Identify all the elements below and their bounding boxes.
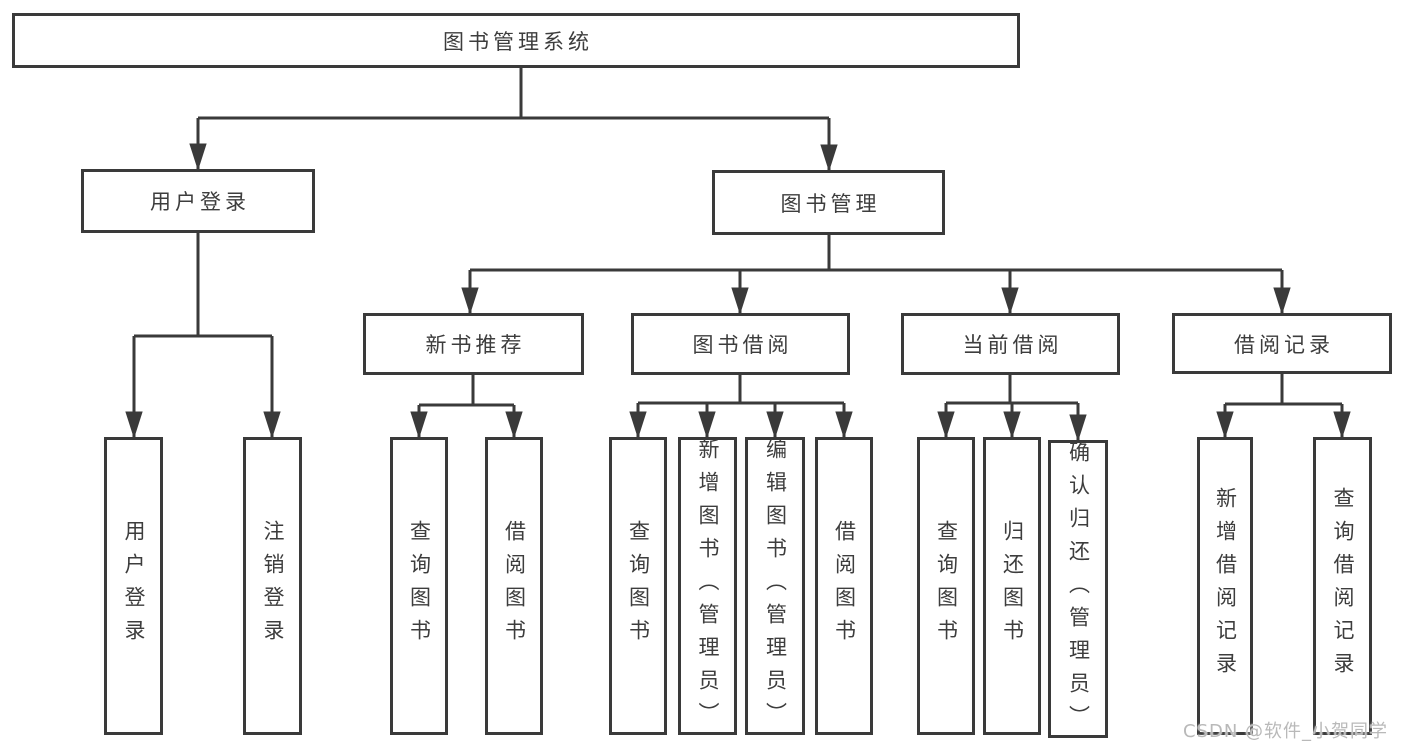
node-label: 借阅图书 [832, 520, 857, 652]
node-label: 图书管理 [780, 191, 881, 216]
node-book-borrowing: 图书借阅 [631, 313, 850, 375]
leaf-borrowing-add-books-admin: 新增图书（管理员） [678, 437, 737, 735]
node-new-book-recommend: 新书推荐 [363, 313, 584, 375]
node-label: 查询图书 [626, 520, 651, 652]
branch-root [198, 68, 829, 120]
node-user-login: 用户登录 [81, 169, 315, 233]
branch-newbook [419, 375, 514, 407]
leaf-newbook-query-books: 查询图书 [390, 437, 448, 735]
node-label: 注销登录 [261, 520, 285, 652]
leaf-logout: 注销登录 [243, 437, 302, 735]
leaf-borrowing-query-books: 查询图书 [609, 437, 667, 735]
node-label: 确认归还（管理员） [1066, 440, 1091, 738]
node-label: 查询借阅记录 [1331, 487, 1355, 685]
leaf-records-add-record: 新增借阅记录 [1197, 437, 1253, 735]
leaf-current-confirm-return-admin: 确认归还（管理员） [1048, 440, 1108, 738]
node-label: 新书推荐 [425, 333, 526, 357]
branch-records [1225, 374, 1342, 406]
node-label: 用户登录 [150, 190, 250, 214]
branch-login [134, 233, 272, 338]
node-label: 新增借阅记录 [1213, 487, 1238, 685]
node-borrow-records: 借阅记录 [1172, 313, 1392, 374]
node-label: 图书借阅 [692, 333, 793, 357]
csdn-watermark: CSDN @软件_小贺同学 [1183, 721, 1389, 742]
leaf-borrowing-borrow-books: 借阅图书 [815, 437, 873, 735]
leaf-newbook-borrow-books: 借阅图书 [485, 437, 543, 735]
node-label: 当前借阅 [962, 333, 1063, 357]
node-system-root: 图书管理系统 [12, 13, 1020, 68]
node-book-management: 图书管理 [712, 170, 945, 235]
leaf-user-login: 用户登录 [104, 437, 163, 735]
branch-current [946, 375, 1078, 405]
node-label: 图书管理系统 [443, 29, 593, 54]
node-label: 编辑图书（管理员） [763, 437, 788, 735]
branch-mgmt [470, 235, 1282, 272]
leaf-records-query-record: 查询借阅记录 [1313, 437, 1372, 735]
leaf-current-query-books: 查询图书 [917, 437, 975, 735]
node-current-borrowing: 当前借阅 [901, 313, 1120, 375]
node-label: 查询图书 [407, 520, 432, 652]
node-label: 新增图书（管理员） [696, 437, 720, 735]
node-label: 借阅记录 [1234, 332, 1334, 357]
branch-bookborrow [638, 375, 844, 405]
node-label: 用户登录 [122, 520, 146, 652]
node-label: 查询图书 [934, 520, 959, 652]
node-label: 归还图书 [1000, 520, 1025, 652]
leaf-borrowing-edit-books-admin: 编辑图书（管理员） [745, 437, 805, 735]
leaf-current-return-books: 归还图书 [983, 437, 1041, 735]
node-label: 借阅图书 [502, 520, 527, 652]
